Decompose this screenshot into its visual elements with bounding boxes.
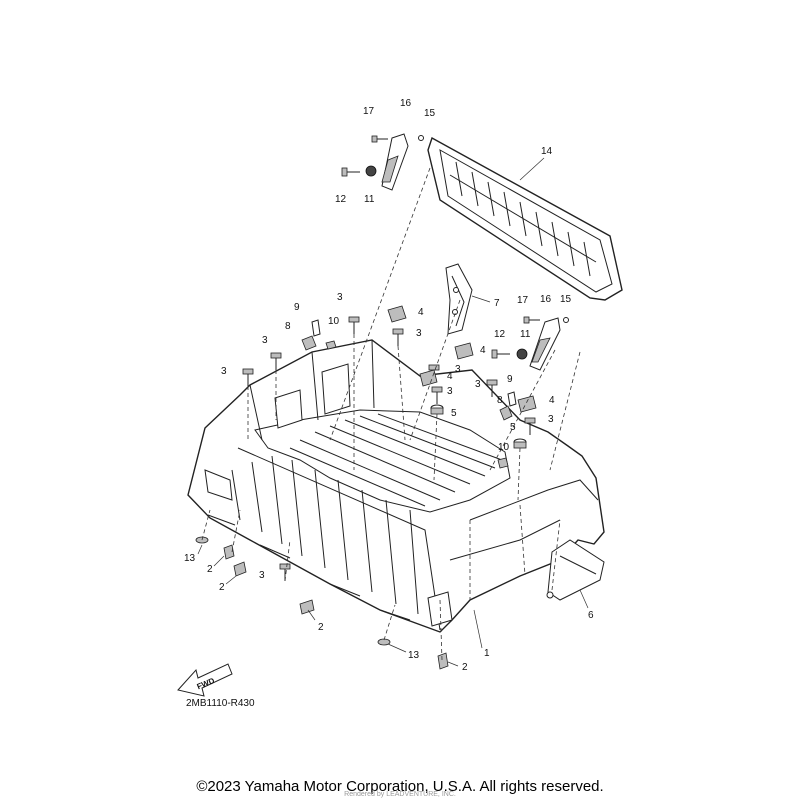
callout-5: 5: [451, 408, 457, 419]
callout-12: 12: [335, 194, 347, 205]
cap-4b: [454, 342, 474, 360]
callout-3: 3: [262, 335, 268, 346]
callout-8: 8: [497, 395, 503, 406]
callout-4: 4: [480, 345, 486, 356]
diagram-code: 2MB1110-R430: [186, 698, 255, 709]
side-cover-6: [546, 539, 605, 601]
fwd-arrow: FWD: [177, 663, 233, 697]
callout-3: 3: [447, 386, 453, 397]
callout-4: 4: [549, 395, 555, 406]
callout-3: 3: [337, 292, 343, 303]
callout-3: 3: [455, 364, 461, 375]
callout-13: 13: [408, 650, 420, 661]
callout-3: 3: [475, 379, 481, 390]
bracket-7: [445, 263, 473, 335]
callout-4: 4: [447, 371, 453, 382]
callout-11: 11: [364, 194, 375, 205]
callout-17: 17: [363, 106, 375, 117]
callout-3: 3: [416, 328, 422, 339]
callout-16: 16: [400, 98, 412, 109]
callout-2: 2: [462, 662, 468, 673]
callout-labels: 17 16 15 14 12 11 9 3 10 8 3 3 4 3 7 17 …: [184, 98, 594, 673]
callout-9: 9: [507, 374, 513, 385]
callout-17: 17: [517, 295, 529, 306]
callout-7: 7: [494, 298, 500, 309]
render-watermark: Rendered by LEADVENTURE, INC.: [344, 791, 456, 798]
callout-9: 9: [294, 302, 300, 313]
callout-11: 11: [520, 329, 531, 340]
callout-2: 2: [318, 622, 324, 633]
callout-15: 15: [424, 108, 436, 119]
callout-6: 6: [588, 610, 594, 621]
fasteners: [195, 135, 569, 670]
cap-4a: [387, 305, 407, 323]
cargo-bed-body: [187, 339, 605, 633]
cap-4d: [517, 395, 537, 413]
callout-10: 10: [328, 316, 340, 327]
callout-15: 15: [560, 294, 572, 305]
callout-3: 3: [221, 366, 227, 377]
callout-5: 5: [510, 422, 516, 433]
callout-10: 10: [498, 442, 510, 453]
copyright-notice: ©2023 Yamaha Motor Corporation, U.S.A. A…: [196, 778, 604, 795]
cap-4c: [419, 369, 438, 387]
callout-12: 12: [494, 329, 506, 340]
callout-1: 1: [484, 648, 490, 659]
callout-3: 3: [548, 414, 554, 425]
tailgate: [427, 136, 623, 301]
assembly-lines: [201, 167, 581, 661]
hinge-right: [529, 317, 561, 371]
callout-leaders: [197, 157, 589, 667]
callout-4: 4: [418, 307, 424, 318]
callout-3: 3: [259, 570, 265, 581]
callout-2: 2: [219, 582, 225, 593]
callout-16: 16: [540, 294, 552, 305]
callout-13: 13: [184, 553, 196, 564]
callout-14: 14: [541, 146, 553, 157]
callout-8: 8: [285, 321, 291, 332]
callout-2: 2: [207, 564, 213, 575]
hinge-left: [381, 133, 409, 191]
